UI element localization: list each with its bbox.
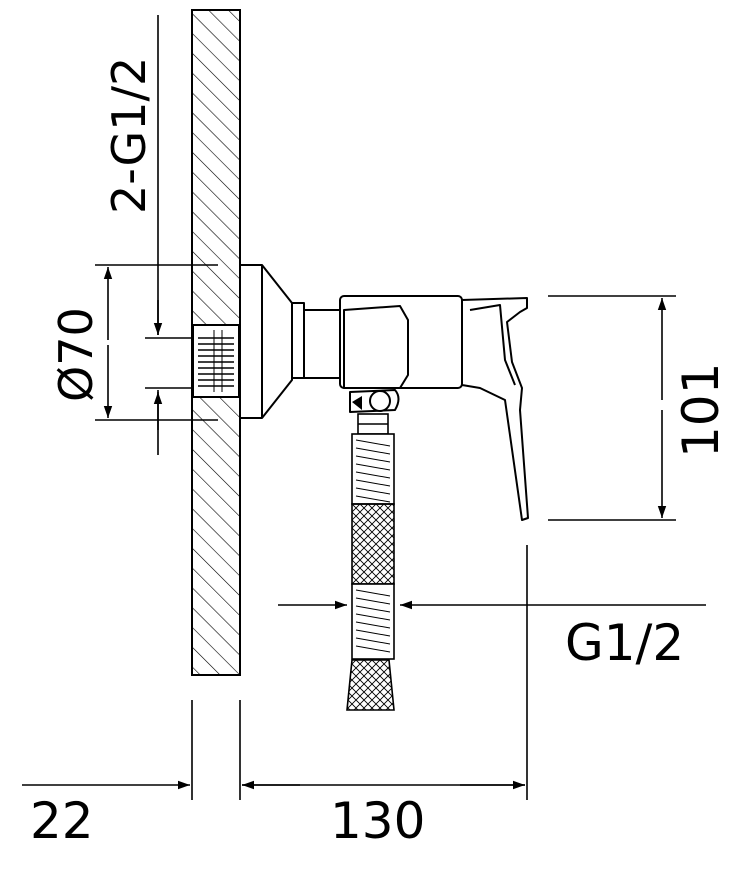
wall-depth-label: 22 xyxy=(30,792,94,850)
inlet-thread-lines xyxy=(198,330,234,392)
inlet-fitting xyxy=(192,324,240,398)
outlet-nut-mark xyxy=(352,396,362,410)
mixer-body xyxy=(239,264,529,521)
depth-dimensions xyxy=(22,545,528,800)
inlet-thread-dimension xyxy=(145,15,192,455)
inlet-thread-label: 2-G1/2 xyxy=(102,57,156,214)
flange-diameter-label: Ø70 xyxy=(49,307,103,402)
connector-sleeve xyxy=(303,309,341,379)
hose-end-ferrule xyxy=(346,659,395,711)
shower-hose xyxy=(346,413,395,711)
valve-cap xyxy=(343,305,409,389)
flange-diameter-dimension xyxy=(95,264,218,421)
wall-flange xyxy=(239,264,293,419)
outlet-thread-label: G1/2 xyxy=(565,614,684,672)
body-height-label: 101 xyxy=(672,363,730,458)
body-height-dimension xyxy=(548,295,676,521)
lever-handle-inner xyxy=(469,304,516,386)
projection-label: 130 xyxy=(330,792,425,850)
wall-section xyxy=(191,9,241,676)
lever-handle xyxy=(461,297,529,521)
connector-nut xyxy=(291,302,305,379)
hose-coil-lines xyxy=(355,439,391,653)
outlet-connector xyxy=(369,390,391,412)
